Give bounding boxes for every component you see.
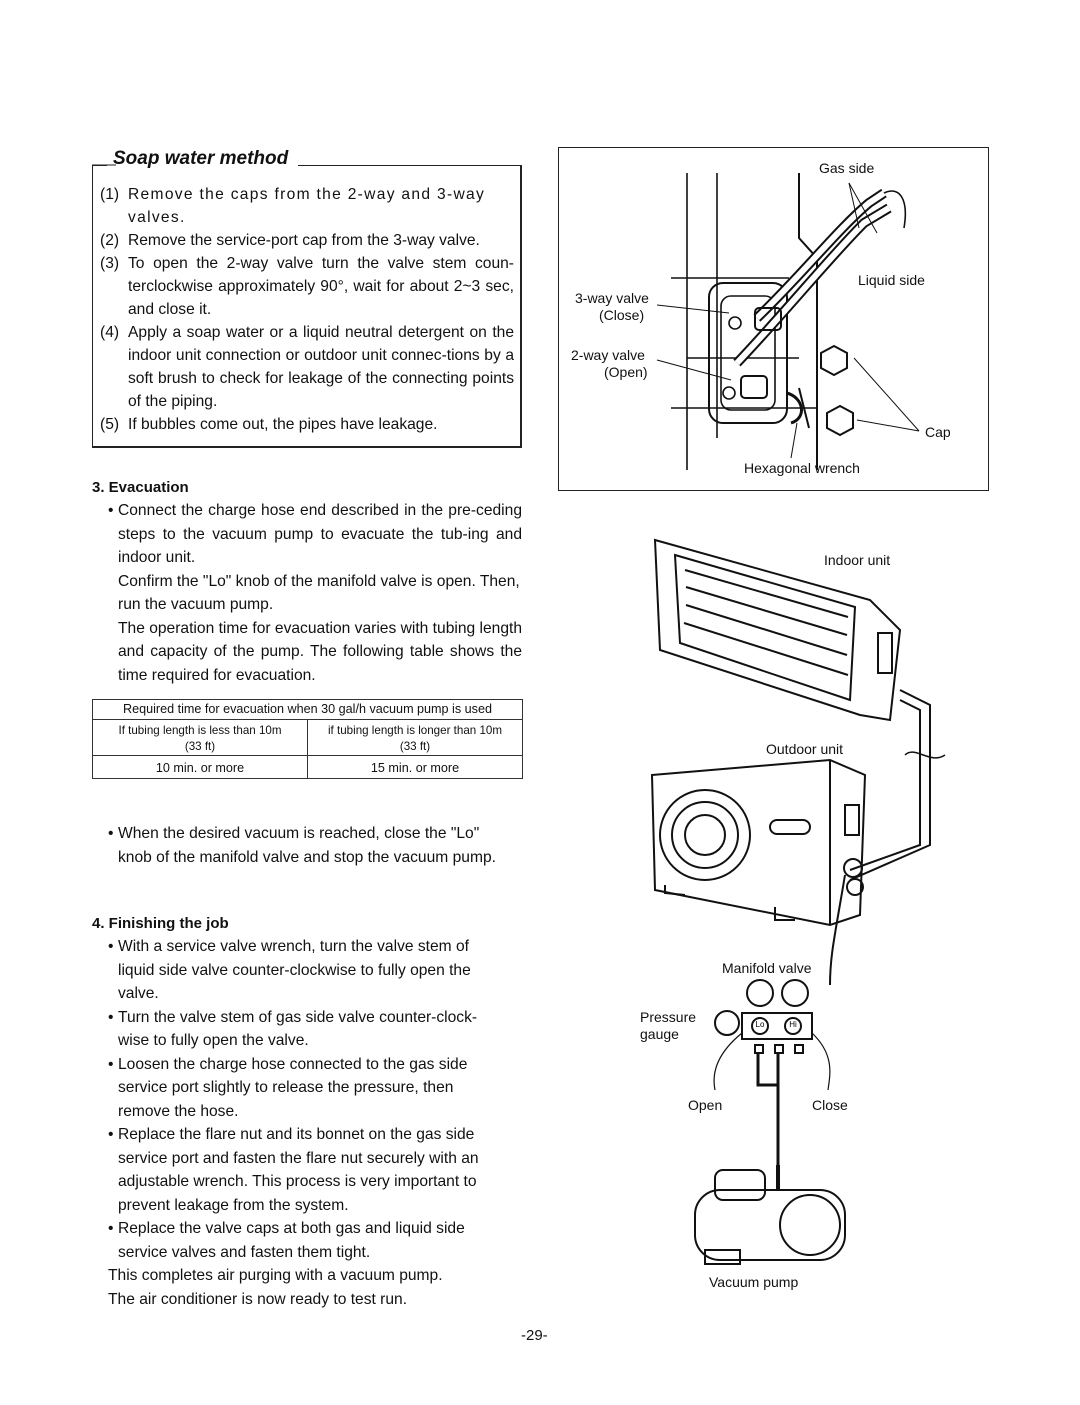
label-open: (Open): [604, 364, 648, 380]
evacuation-paragraph-1: Confirm the "Lo" knob of the manifold va…: [118, 572, 520, 614]
label-cap: Cap: [925, 424, 951, 440]
label-vacuum-pump: Vacuum pump: [709, 1274, 799, 1290]
valve-diagram-frame: [558, 147, 989, 491]
label-close-valve: Close: [812, 1097, 848, 1113]
label-gauge: gauge: [640, 1026, 679, 1042]
hi-knob-label: Hi: [789, 1020, 797, 1029]
finishing-bullet-2: Turn the valve stem of gas side valve co…: [108, 1006, 508, 1053]
table-col1-line1: If tubing length is less than 10m: [118, 724, 282, 737]
table-header-row: Required time for evacuation when 30 gal…: [92, 699, 523, 720]
label-open-valve: Open: [688, 1097, 723, 1113]
table-col2-header: if tubing length is longer than 10m (33 …: [307, 719, 523, 756]
finishing-closing-1: This completes air purging with a vacuum…: [108, 1267, 443, 1284]
table-col1-line2: (33 ft): [184, 740, 216, 753]
label-indoor-unit: Indoor unit: [824, 552, 891, 568]
evacuation-heading: 3. Evacuation: [92, 479, 189, 496]
soap-water-method-title: Soap water method: [107, 148, 299, 170]
evacuation-text-2: When the desired vacuum is reached, clos…: [108, 822, 508, 869]
label-close: (Close): [599, 307, 645, 323]
evacuation-paragraph-2: The operation time for evacuation varies…: [118, 619, 522, 684]
finishing-bullet-4: Replace the flare nut and its bonnet on …: [108, 1123, 508, 1217]
valve-illustration: [656, 173, 920, 470]
table-row: 10 min. or more 15 min. or more: [92, 755, 523, 779]
table-col2-line1: if tubing length is longer than 10m: [327, 724, 503, 737]
finishing-bullet-1: With a service valve wrench, turn the va…: [108, 935, 508, 1006]
table-value-2: 15 min. or more: [307, 755, 523, 779]
finishing-heading: 4. Finishing the job: [92, 915, 229, 932]
soap-water-method-box: [92, 165, 522, 448]
soap-step-4: (4)Apply a soap water or a liquid neutra…: [100, 324, 514, 410]
label-hexagonal-wrench: Hexagonal wrench: [744, 460, 860, 476]
lo-knob-label: Lo: [756, 1020, 765, 1029]
finishing-closing-2: The air conditioner is now ready to test…: [108, 1290, 408, 1308]
table-col2-line2: (33 ft): [399, 740, 431, 753]
finishing-text: With a service valve wrench, turn the va…: [108, 935, 508, 1311]
label-manifold-valve: Manifold valve: [722, 960, 812, 976]
evacuation-bullet-1: Connect the charge hose end described in…: [108, 499, 522, 570]
soap-step-2: (2)Remove the service-port cap from the …: [100, 232, 480, 249]
table-col1-header: If tubing length is less than 10m (33 ft…: [92, 719, 308, 756]
evacuation-text: Connect the charge hose end described in…: [108, 499, 522, 687]
evacuation-bullet-2: When the desired vacuum is reached, clos…: [108, 822, 508, 869]
soap-step-3: (3)To open the 2-way valve turn the valv…: [100, 255, 514, 318]
label-3-way-valve: 3-way valve: [575, 290, 649, 306]
soap-step-5: (5)If bubbles come out, the pipes have l…: [100, 416, 438, 433]
system-illustration: Lo Hi: [650, 538, 946, 1265]
label-pressure: Pressure: [640, 1009, 697, 1025]
evacuation-time-table: Required time for evacuation when 30 gal…: [92, 699, 523, 779]
label-gas-side: Gas side: [819, 160, 875, 176]
label-2-way-valve: 2-way valve: [571, 347, 645, 363]
finishing-bullet-5: Replace the valve caps at both gas and l…: [108, 1217, 508, 1264]
title-rule-left: [92, 164, 116, 166]
label-liquid-side: Liquid side: [858, 272, 925, 288]
soap-step-1: (1)Remove the caps from the 2-way and 3-…: [100, 186, 486, 226]
table-header-cell: Required time for evacuation when 30 gal…: [92, 699, 523, 720]
soap-steps-list: (1)Remove the caps from the 2-way and 3-…: [100, 183, 514, 436]
table-value-1: 10 min. or more: [92, 755, 308, 779]
table-row: If tubing length is less than 10m (33 ft…: [92, 719, 523, 756]
label-outdoor-unit: Outdoor unit: [766, 741, 844, 757]
finishing-bullet-3: Loosen the charge hose connected to the …: [108, 1053, 508, 1124]
page-number: -29-: [521, 1327, 548, 1344]
